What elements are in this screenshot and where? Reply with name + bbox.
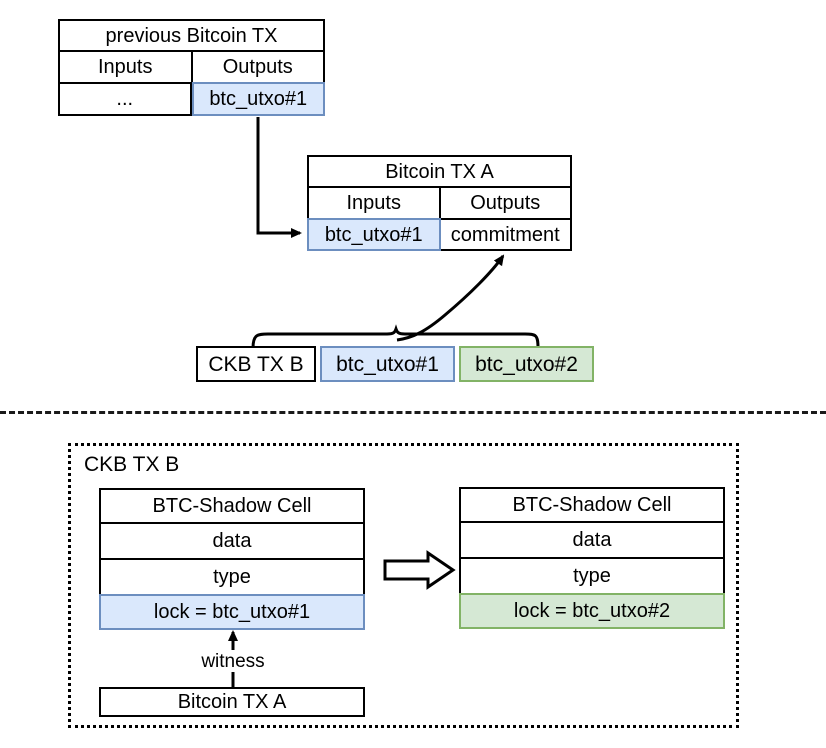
- witness-arrow: [228, 630, 238, 688]
- table-row: type: [461, 559, 723, 595]
- prev-tx-title: previous Bitcoin TX: [60, 21, 323, 50]
- connector-ckb-to-commitment: [396, 254, 505, 342]
- table-row: previous Bitcoin TX: [60, 21, 323, 52]
- prev-tx-input-value: ...: [60, 84, 192, 114]
- prev-tx-output-utxo1: btc_utxo#1: [191, 82, 325, 116]
- output-btc-shadow-cell-table: BTC-Shadow Cell data type lock = btc_utx…: [459, 487, 725, 629]
- brace-path: [251, 324, 540, 349]
- witness-label: witness: [181, 650, 285, 672]
- prev-tx-col-outputs: Outputs: [192, 52, 323, 82]
- table-row: BTC-Shadow Cell: [461, 489, 723, 523]
- section-divider: [0, 411, 826, 414]
- input-cell-data: data: [101, 524, 363, 558]
- curly-brace: [251, 324, 540, 349]
- table-row: Inputs Outputs: [60, 52, 323, 84]
- prev-tx-col-inputs: Inputs: [60, 52, 193, 82]
- table-row: type: [101, 560, 363, 596]
- transform-arrow-icon: [383, 550, 456, 590]
- table-row: data: [461, 523, 723, 559]
- output-cell-lock: lock = btc_utxo#2: [459, 593, 725, 629]
- tx-a-col-inputs: Inputs: [309, 188, 441, 218]
- ckb-tx-b-utxo2-box: btc_utxo#2: [459, 346, 594, 382]
- table-row: Bitcoin TX A: [309, 157, 570, 188]
- curved-arrow-path: [396, 254, 505, 342]
- tx-a-output-commitment: commitment: [440, 220, 570, 249]
- previous-bitcoin-tx-table: previous Bitcoin TX Inputs Outputs ... b…: [58, 19, 325, 116]
- ckb-tx-b-utxo1-box: btc_utxo#1: [320, 346, 455, 382]
- table-row: lock = btc_utxo#2: [459, 593, 725, 629]
- input-cell-title: BTC-Shadow Cell: [101, 490, 363, 522]
- table-row: btc_utxo#1 commitment: [307, 218, 570, 251]
- bitcoin-tx-a-table: Bitcoin TX A Inputs Outputs btc_utxo#1 c…: [307, 155, 572, 251]
- output-cell-type: type: [461, 559, 723, 593]
- table-row: ... btc_utxo#1: [60, 82, 325, 116]
- input-cell-lock: lock = btc_utxo#1: [99, 594, 365, 630]
- arrow-path: [256, 117, 302, 238]
- connector-prev-to-txa: [256, 117, 302, 238]
- tx-a-title: Bitcoin TX A: [309, 157, 570, 186]
- output-cell-data: data: [461, 523, 723, 557]
- ckb-tx-b-group-frame: [68, 443, 739, 728]
- tx-a-input-utxo1: btc_utxo#1: [307, 218, 441, 251]
- table-row: BTC-Shadow Cell: [101, 490, 363, 524]
- ckb-tx-b-label-box: CKB TX B: [196, 346, 316, 382]
- input-cell-type: type: [101, 560, 363, 594]
- witness-source-bitcoin-tx-a: Bitcoin TX A: [99, 687, 365, 717]
- input-btc-shadow-cell-table: BTC-Shadow Cell data type lock = btc_utx…: [99, 488, 365, 630]
- table-row: data: [101, 524, 363, 560]
- block-arrow-path: [383, 550, 456, 590]
- ckb-tx-b-group-title: CKB TX B: [84, 452, 180, 476]
- tx-a-col-outputs: Outputs: [440, 188, 570, 218]
- table-row: lock = btc_utxo#1: [99, 594, 365, 630]
- output-cell-title: BTC-Shadow Cell: [461, 489, 723, 521]
